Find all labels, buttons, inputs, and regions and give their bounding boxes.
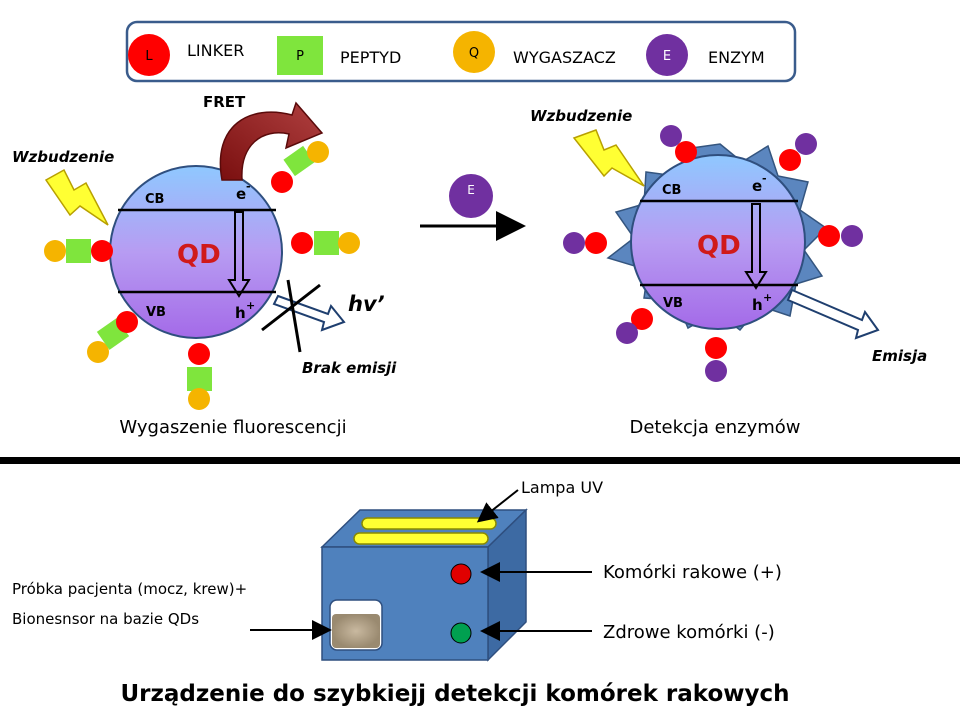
cancer-label: Komórki rakowe (+) (603, 562, 782, 583)
conjugate-bottom (187, 343, 212, 410)
uv-lamp-2 (353, 532, 489, 545)
right-electron-sup: - (762, 172, 767, 185)
fret-label: FRET (203, 93, 246, 111)
middle-enzyme-symbol: E (467, 183, 475, 197)
right-excitation-label: Wzbudzenie (530, 107, 632, 125)
hv-label: hv’ (348, 292, 385, 316)
no-emission-label: Brak emisji (302, 359, 397, 377)
detection-device: Lampa UV Komórki rakowe (+) Zdrowe komór… (12, 478, 790, 707)
sample-label-line2: Bionesnsor na bazie QDs (12, 610, 199, 628)
fragment-right (818, 225, 863, 247)
right-panel: CB VB QD e - h + Wzbudzenie Emisja (530, 107, 927, 438)
sample-label-line1: Próbka pacjenta (mocz, krew)+ (12, 580, 247, 598)
right-qd-label: QD (697, 231, 741, 261)
section-divider (0, 457, 960, 464)
uv-lamp-pointer (476, 489, 519, 523)
legend-quencher-icon (453, 31, 495, 73)
left-hole-sup: + (246, 299, 255, 312)
right-hole-sup: + (763, 291, 772, 304)
device-title: Urządzenie do szybkiejj detekcji komórek… (120, 681, 789, 707)
fragment-bottom-left (616, 308, 653, 344)
legend-quencher-label: WYGASZACZ (513, 48, 616, 67)
legend-peptide-label: PEPTYD (340, 48, 401, 67)
led-cancer (450, 563, 472, 585)
left-excitation-label: Wzbudzenie (12, 148, 114, 166)
right-electron-label: e (752, 177, 762, 195)
legend-linker-icon (128, 34, 170, 76)
left-qd-label: QD (177, 240, 221, 270)
fragment-left (563, 232, 607, 254)
left-cross-line-1 (261, 283, 321, 332)
fragment-top-left (660, 125, 697, 163)
legend-enzyme-symbol: E (663, 49, 671, 64)
left-relaxation-arrow (227, 211, 251, 298)
right-lightning-icon (572, 129, 645, 187)
conjugate-right (291, 231, 360, 255)
middle-reaction: E (420, 174, 526, 241)
left-caption: Wygaszenie fluorescencji (119, 417, 346, 438)
left-cross-line-2 (286, 279, 302, 353)
legend: L LINKER P PEPTYD Q WYGASZACZ E ENZYM (125, 20, 797, 83)
left-electron-sup: - (246, 180, 251, 193)
left-electron-label: e (236, 185, 246, 203)
right-relaxation-arrow (744, 203, 768, 290)
legend-linker-symbol: L (145, 49, 153, 64)
conjugate-top-right (271, 141, 329, 193)
right-cb-label: CB (662, 183, 681, 198)
sample-content (332, 614, 380, 648)
left-vb-label: VB (146, 305, 166, 320)
right-emission-arrow (786, 288, 880, 340)
healthy-label: Zdrowe komórki (-) (603, 622, 775, 643)
legend-linker-label: LINKER (187, 41, 244, 60)
left-cb-label: CB (145, 192, 164, 207)
left-lightning-icon (44, 168, 109, 226)
legend-enzyme-icon (646, 34, 688, 76)
led-healthy (450, 622, 472, 644)
uv-lamp-1 (361, 517, 497, 530)
conjugate-left (44, 239, 113, 263)
legend-peptide-icon (277, 36, 323, 75)
middle-enzyme-icon (449, 174, 493, 218)
legend-enzyme-label: ENZYM (708, 48, 765, 67)
left-panel: Wzbudzenie CB VB QD e - h + FRET hv’ Bra… (12, 93, 397, 438)
conjugate-bottom-left (87, 311, 138, 363)
left-hole-label: h (235, 304, 246, 322)
uv-lamp-label: Lampa UV (521, 478, 603, 497)
fragment-bottom (705, 337, 727, 382)
fragment-top-right (779, 133, 817, 171)
fret-arrow (219, 101, 324, 181)
right-hole-label: h (752, 296, 763, 314)
legend-quencher-symbol: Q (469, 46, 479, 61)
emission-label: Emisja (872, 347, 927, 365)
legend-peptide-symbol: P (296, 49, 304, 64)
right-caption: Detekcja enzymów (630, 417, 801, 438)
right-vb-label: VB (663, 296, 683, 311)
